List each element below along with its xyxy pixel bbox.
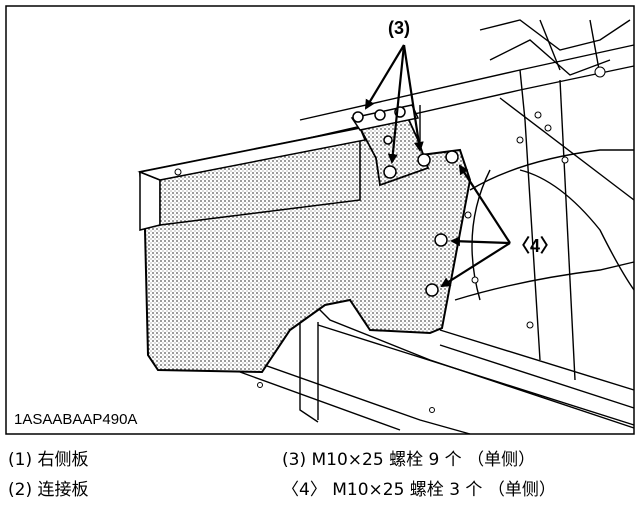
callout-4-label: 〈4〉: [512, 236, 559, 256]
bolts-4: [425, 150, 459, 297]
assembly-figure: (3) 〈4〉 1ASAABAAP490A: [5, 5, 635, 435]
image-code: 1ASAABAAP490A: [14, 411, 138, 428]
legend-right-2: 〈4〉 M10×25 螺栓 3 个 （单侧）: [282, 480, 556, 500]
bolts-3: [352, 106, 431, 179]
callout-4-leaders: [440, 164, 511, 288]
legend-right-1: (3) M10×25 螺栓 9 个 （单侧）: [282, 450, 536, 470]
assembly-illustration: [5, 5, 635, 435]
machine-frame: [239, 19, 635, 435]
callout-3-label: (3): [388, 18, 410, 38]
legend-left-2: (2) 连接板: [8, 480, 89, 500]
legend-left-1: (1) 右侧板: [8, 450, 89, 470]
frame-bolts: [257, 66, 606, 413]
callout-3-leaders: [364, 44, 424, 164]
